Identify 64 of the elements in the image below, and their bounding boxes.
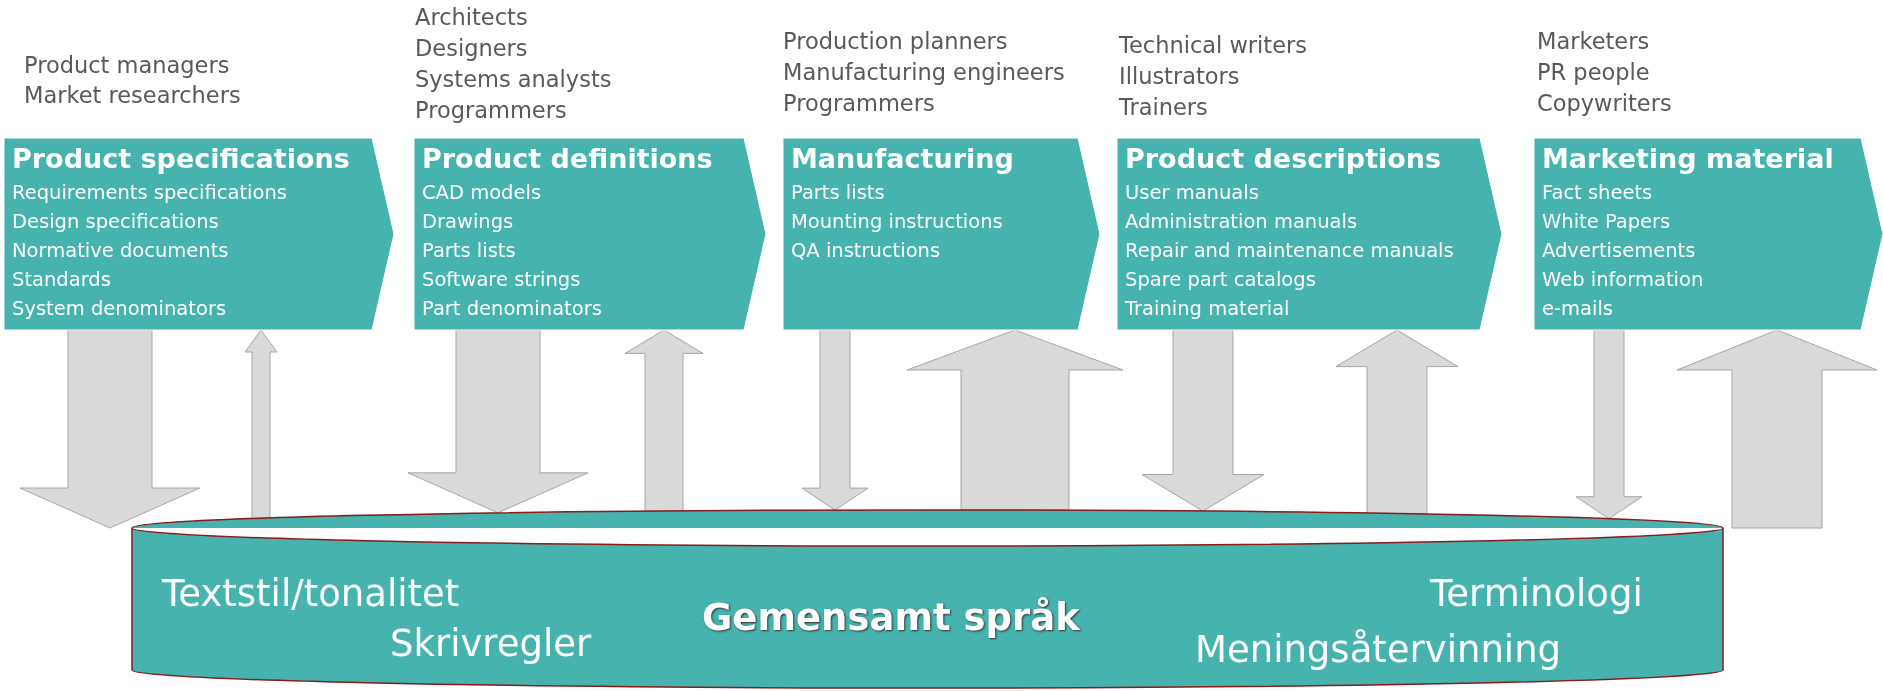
list-item: Mounting instructions xyxy=(791,209,1003,235)
block-arrow xyxy=(624,329,704,512)
block-arrow xyxy=(801,329,869,511)
block-arrow xyxy=(1335,329,1459,514)
list-item: Repair and maintenance manuals xyxy=(1125,238,1454,264)
list-item: White Papers xyxy=(1542,209,1671,235)
role-label: Programmers xyxy=(783,89,935,118)
list-item: Fact sheets xyxy=(1542,180,1653,206)
block-arrow xyxy=(407,329,589,514)
role-label: Programmers xyxy=(415,96,567,125)
process-step-box xyxy=(1117,138,1502,330)
role-label: Architects xyxy=(415,3,528,32)
list-item: Normative documents xyxy=(12,238,229,264)
role-label: Market researchers xyxy=(24,81,241,110)
block-arrow xyxy=(1141,329,1265,512)
role-label: Trainers xyxy=(1119,93,1208,122)
block-arrow xyxy=(1676,329,1878,529)
database-cylinder xyxy=(132,510,1723,688)
list-item: Standards xyxy=(12,267,111,293)
process-step-box xyxy=(4,138,394,330)
block-arrow xyxy=(19,329,201,529)
box-heading: Product descriptions xyxy=(1125,142,1442,176)
list-item: Advertisements xyxy=(1542,238,1696,264)
list-item: Training material xyxy=(1125,296,1290,322)
list-item: Design specifications xyxy=(12,209,219,235)
cylinder-label: Meningsåtervinning xyxy=(1195,628,1562,672)
list-item: Spare part catalogs xyxy=(1125,267,1316,293)
cylinder-label: Terminologi xyxy=(1430,572,1643,616)
block-arrow xyxy=(244,329,278,519)
cylinder-title: Gemensamt språk xyxy=(702,596,1080,640)
process-step-box xyxy=(1534,138,1883,330)
list-item: Software strings xyxy=(422,267,581,293)
role-label: Marketers xyxy=(1537,27,1650,56)
process-step-box xyxy=(783,138,1100,330)
box-heading: Product definitions xyxy=(422,142,713,176)
list-item: QA instructions xyxy=(791,238,941,264)
role-label: Technical writers xyxy=(1119,31,1307,60)
cylinder-label: Skrivregler xyxy=(390,622,592,666)
role-label: Product managers xyxy=(24,51,230,80)
list-item: CAD models xyxy=(422,180,542,206)
role-label: Manufacturing engineers xyxy=(783,58,1065,87)
role-label: Designers xyxy=(415,34,528,63)
role-label: PR people xyxy=(1537,58,1650,87)
cylinder-label: Textstil/tonalitet xyxy=(162,572,460,616)
list-item: Part denominators xyxy=(422,296,602,322)
process-step-box xyxy=(414,138,766,330)
role-label: Copywriters xyxy=(1537,89,1672,118)
list-item: Parts lists xyxy=(422,238,516,264)
box-heading: Manufacturing xyxy=(791,142,1014,176)
role-label: Illustrators xyxy=(1119,62,1240,91)
list-item: Drawings xyxy=(422,209,514,235)
list-item: Administration manuals xyxy=(1125,209,1358,235)
list-item: User manuals xyxy=(1125,180,1259,206)
block-arrow xyxy=(1575,329,1643,520)
list-item: e-mails xyxy=(1542,296,1613,322)
list-item: Requirements specifications xyxy=(12,180,287,206)
block-arrow xyxy=(906,329,1124,511)
box-heading: Marketing material xyxy=(1542,142,1834,176)
list-item: Parts lists xyxy=(791,180,885,206)
box-heading: Product specifications xyxy=(12,142,350,176)
list-item: Web information xyxy=(1542,267,1704,293)
role-label: Production planners xyxy=(783,27,1008,56)
list-item: System denominators xyxy=(12,296,227,322)
role-label: Systems analysts xyxy=(415,65,612,94)
